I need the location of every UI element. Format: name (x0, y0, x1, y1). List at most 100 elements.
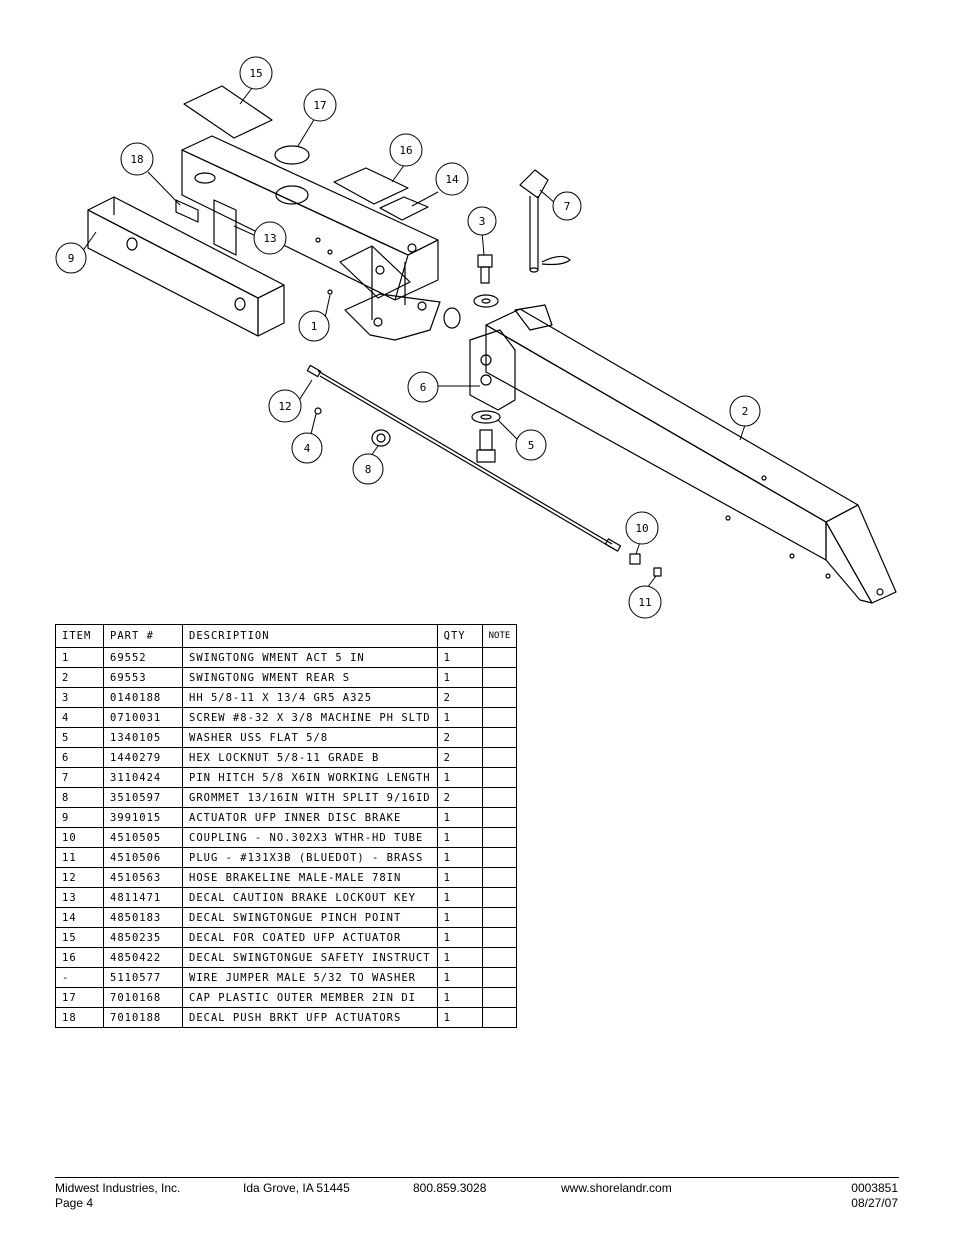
cell-item: 10 (55, 827, 104, 848)
callout-13: 13 (253, 221, 287, 255)
cell-desc: CAP PLASTIC OUTER MEMBER 2IN DI (182, 987, 438, 1008)
svg-text:7: 7 (564, 200, 571, 213)
callout-16: 16 (389, 133, 423, 167)
leader-lines (81, 87, 746, 589)
bolt-lower-shape (476, 429, 496, 463)
cell-part: 7010188 (103, 1007, 183, 1028)
cell-desc: DECAL FOR COATED UFP ACTUATOR (182, 927, 438, 948)
cell-desc: SWINGTONG WMENT ACT 5 IN (182, 647, 438, 668)
cell-part: 0140188 (103, 687, 183, 708)
cell-item: - (55, 967, 104, 988)
washer-5-bottom-shape (471, 410, 501, 424)
svg-text:14: 14 (445, 173, 459, 186)
cell-part: 1340105 (103, 727, 183, 748)
header-note: NOTE (481, 624, 518, 648)
rear-swing-tongue-shape (469, 304, 897, 604)
cell-qty: 1 (436, 807, 483, 828)
cell-desc: WIRE JUMPER MALE 5/32 TO WASHER (182, 967, 438, 988)
cell-item: 11 (55, 847, 104, 868)
cell-item: 17 (55, 987, 104, 1008)
cell-note (481, 727, 518, 748)
cell-part: 4850183 (103, 907, 183, 928)
header-item: ITEM (55, 624, 104, 648)
cell-item: 15 (55, 927, 104, 948)
cell-desc: ACTUATOR UFP INNER DISC BRAKE (182, 807, 438, 828)
cell-desc: COUPLING - NO.302X3 WTHR-HD TUBE (182, 827, 438, 848)
cell-item: 5 (55, 727, 104, 748)
callout-6: 6 (407, 371, 439, 403)
header-qty: QTY (436, 624, 483, 648)
callout-11: 11 (628, 585, 662, 619)
cell-desc: GROMMET 13/16IN WITH SPLIT 9/16ID (182, 787, 438, 808)
cell-note (481, 907, 518, 928)
decal-18-shape (175, 199, 199, 223)
decal-14-shape (379, 196, 429, 221)
bolt-3-shape (477, 254, 493, 284)
cell-qty: 1 (436, 647, 483, 668)
callout-12: 12 (268, 389, 302, 423)
cell-part: 7010168 (103, 987, 183, 1008)
callout-10: 10 (625, 511, 659, 545)
washer-5-top-shape (473, 294, 499, 308)
table-header-row: ITEM PART # DESCRIPTION QTY NOTE (55, 624, 518, 648)
svg-text:13: 13 (263, 232, 276, 245)
decal-15-shape (183, 85, 273, 139)
cell-qty: 1 (436, 827, 483, 848)
callout-9: 9 (55, 242, 87, 274)
brake-hose-12-shape (306, 364, 622, 552)
cell-note (481, 667, 518, 688)
cell-part: 4811471 (103, 887, 183, 908)
cell-qty: 2 (436, 687, 483, 708)
grommet-shape (443, 307, 461, 329)
callout-5: 5 (515, 429, 547, 461)
svg-text:17: 17 (313, 99, 326, 112)
cell-item: 18 (55, 1007, 104, 1028)
cell-desc: DECAL SWINGTONGUE SAFETY INSTRUCT (182, 947, 438, 968)
cell-part: 3510597 (103, 787, 183, 808)
cell-item: 14 (55, 907, 104, 928)
cell-qty: 1 (436, 867, 483, 888)
svg-text:9: 9 (68, 252, 75, 265)
callout-3: 3 (467, 206, 497, 236)
cell-part: 1440279 (103, 747, 183, 768)
cell-qty: 1 (436, 987, 483, 1008)
cell-part: 4510563 (103, 867, 183, 888)
cell-note (481, 947, 518, 968)
cell-note (481, 747, 518, 768)
cell-item: 9 (55, 807, 104, 828)
cell-item: 4 (55, 707, 104, 728)
cell-item: 2 (55, 667, 104, 688)
cell-item: 16 (55, 947, 104, 968)
footer-doc-number: 0003851 (851, 1181, 898, 1195)
cell-qty: 1 (436, 947, 483, 968)
inner-actuator-tube-shape (87, 196, 285, 337)
plug-11-shape (653, 567, 662, 577)
cell-note (481, 707, 518, 728)
cell-desc: HEX LOCKNUT 5/8-11 GRADE B (182, 747, 438, 768)
footer-page-number: Page 4 (55, 1196, 94, 1210)
decal-16-shape (333, 167, 409, 205)
cell-part: 3991015 (103, 807, 183, 828)
cell-note (481, 787, 518, 808)
svg-text:2: 2 (742, 405, 749, 418)
cell-note (481, 767, 518, 788)
cell-qty: 2 (436, 747, 483, 768)
cell-note (481, 867, 518, 888)
cell-note (481, 847, 518, 868)
footer-phone: 800.859.3028 (413, 1181, 487, 1195)
cell-part: 5110577 (103, 967, 183, 988)
cell-item: 12 (55, 867, 104, 888)
svg-text:3: 3 (479, 215, 486, 228)
cell-note (481, 887, 518, 908)
